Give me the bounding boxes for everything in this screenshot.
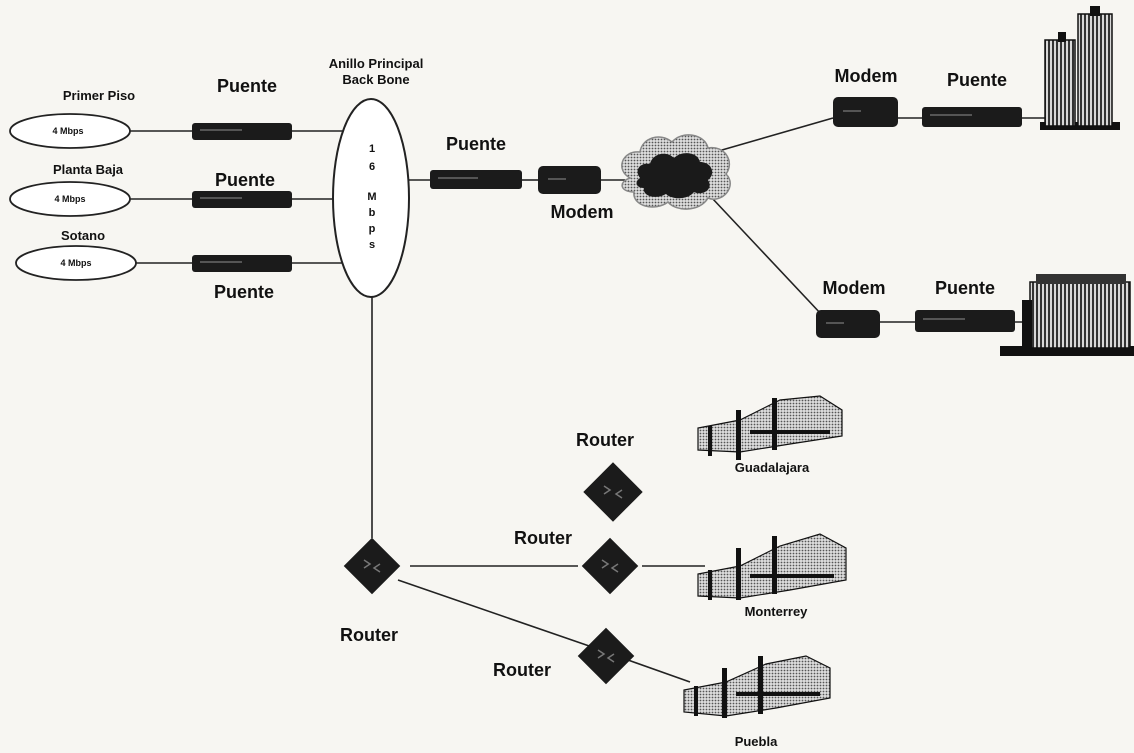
bridge-icon: [192, 123, 292, 140]
tower-right: [1078, 14, 1112, 126]
backbone-title-line1: Anillo Principal: [329, 56, 424, 71]
router-puebla: Router: [493, 628, 634, 685]
floor-primer-piso: Primer Piso 4 Mbps: [10, 88, 135, 148]
modem-icon-detail: [843, 110, 861, 112]
router-icon: [582, 538, 639, 595]
router-standalone: Router: [576, 430, 643, 522]
city-label: Monterrey: [745, 604, 809, 619]
modem-label: Modem: [823, 278, 886, 298]
router-to-puebla-router-line: [398, 580, 595, 648]
floor-name: Sotano: [61, 228, 105, 243]
wan-modem: Modem: [538, 166, 614, 222]
router-icon: [583, 462, 642, 521]
wan-bridge: Puente: [430, 134, 522, 189]
router-label: Router: [514, 528, 572, 548]
city-building-icon: [698, 396, 842, 460]
router-main: Router: [340, 538, 400, 645]
city-building-icon: [684, 656, 830, 718]
bridge-icon-detail: [930, 114, 972, 116]
city-label: Guadalajara: [735, 460, 810, 475]
floor-name: Planta Baja: [53, 162, 124, 177]
block-side: [1022, 300, 1032, 348]
bridge-label: Puente: [215, 170, 275, 190]
floor2-bridge: Puente: [192, 170, 292, 208]
backbone-speed-char: s: [369, 239, 375, 251]
bridge-icon: [192, 191, 292, 208]
modem-label: Modem: [551, 202, 614, 222]
remote-site-1: Modem Puente: [833, 66, 1022, 127]
tower-left: [1045, 40, 1075, 126]
bridge-label: Puente: [935, 278, 995, 298]
tower-top: [1090, 6, 1100, 16]
modem-label: Modem: [835, 66, 898, 86]
block-roof: [1036, 274, 1126, 284]
floor3-bridge: Puente: [192, 255, 292, 302]
bridge-label: Puente: [217, 76, 277, 96]
bridge-label: Puente: [214, 282, 274, 302]
cloud-to-remote1-line: [715, 118, 833, 152]
bridge-icon-detail: [438, 177, 478, 179]
router-icon: [344, 538, 401, 595]
city-building-icon: [698, 534, 846, 600]
backbone-speed-char: 1: [369, 143, 375, 155]
router-label: Router: [340, 625, 398, 645]
bridge-icon: [915, 310, 1015, 332]
bridge-icon: [922, 107, 1022, 127]
modem-icon: [816, 310, 880, 338]
router-label: Router: [493, 660, 551, 680]
floor-name: Primer Piso: [63, 88, 135, 103]
backbone-title-line2: Back Bone: [342, 72, 409, 87]
city-guadalajara: Guadalajara: [698, 396, 842, 475]
bridge-icon-detail: [200, 197, 242, 199]
wan-cloud-icon: [622, 135, 730, 209]
floor-speed: 4 Mbps: [52, 126, 83, 136]
backbone-ring: Anillo Principal Back Bone 1 6 M b p s: [329, 56, 424, 297]
remote-site-2: Modem Puente: [816, 278, 1015, 338]
bridge-label: Puente: [947, 70, 1007, 90]
city-puebla: Puebla: [684, 656, 830, 749]
modem-icon-detail: [826, 322, 844, 324]
puebla-router-to-city-line: [628, 660, 690, 682]
office-tower-icon: [1040, 6, 1120, 130]
bridge-icon-detail: [200, 261, 242, 263]
city-monterrey: Monterrey: [698, 534, 846, 619]
city-label: Puebla: [735, 734, 778, 749]
modem-icon: [833, 97, 898, 127]
floor-sotano: Sotano 4 Mbps: [16, 228, 136, 280]
cloud-to-remote2-line: [712, 198, 822, 315]
bridge-icon-detail: [200, 129, 242, 131]
floor-speed: 4 Mbps: [54, 194, 85, 204]
block-body: [1030, 282, 1130, 348]
backbone-speed-char: 6: [369, 161, 375, 173]
floor-speed: 4 Mbps: [60, 258, 91, 268]
tower-top: [1058, 32, 1066, 42]
router-monterrey: Router: [514, 528, 638, 594]
router-label: Router: [576, 430, 634, 450]
backbone-speed-char: b: [369, 207, 376, 219]
office-block-icon: [1000, 274, 1134, 356]
modem-icon-detail: [548, 178, 566, 180]
router-icon: [578, 628, 635, 685]
bridge-icon: [192, 255, 292, 272]
bridge-icon-detail: [923, 318, 965, 320]
bridge-icon: [430, 170, 522, 189]
floor-planta-baja: Planta Baja 4 Mbps: [10, 162, 130, 216]
floor1-bridge: Puente: [192, 76, 292, 140]
modem-icon: [538, 166, 601, 194]
backbone-speed-char: p: [369, 223, 376, 235]
bridge-label: Puente: [446, 134, 506, 154]
backbone-speed-char: M: [367, 191, 376, 203]
